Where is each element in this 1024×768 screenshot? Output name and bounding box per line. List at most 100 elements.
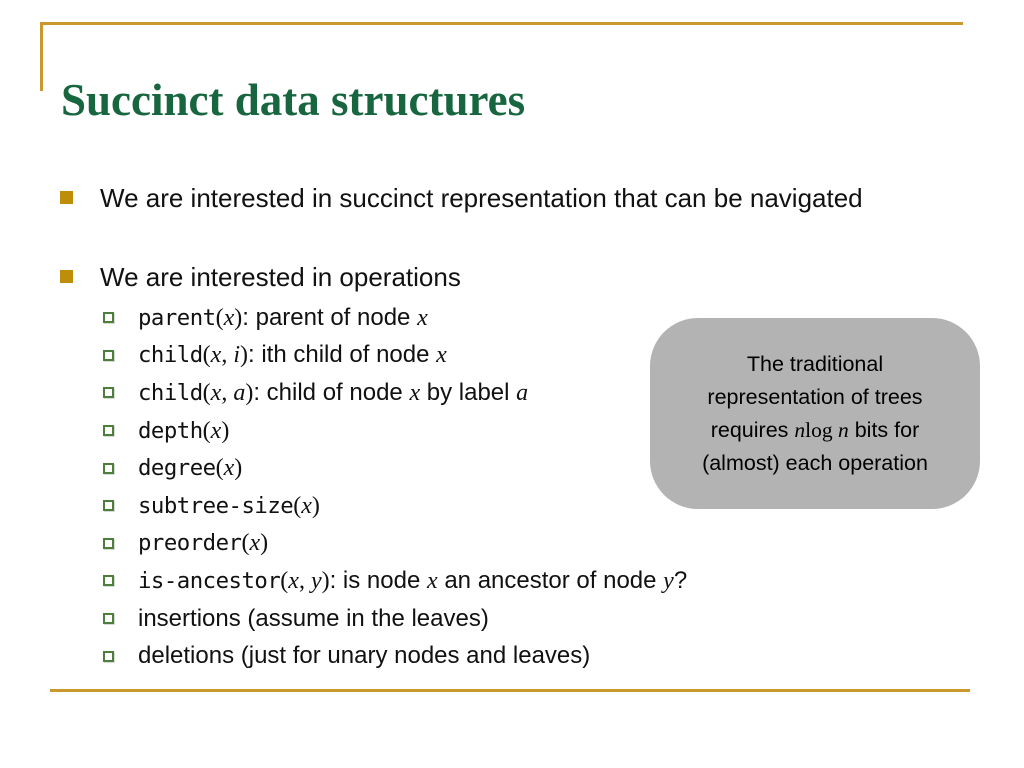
- text-segment: a: [233, 379, 246, 406]
- text-segment: x: [436, 342, 447, 369]
- callout-line: (almost) each operation: [702, 447, 928, 480]
- operation-item: child(x, a): child of node x by label a: [103, 374, 960, 412]
- text-segment: x: [409, 379, 421, 406]
- text-segment: x: [223, 304, 235, 331]
- text-segment: : parent of node: [242, 303, 418, 331]
- text-segment: (: [293, 492, 302, 519]
- operation-item: child(x, i): ith child of node x: [103, 337, 960, 375]
- operation-label: subtree-size(x): [138, 492, 320, 520]
- text-segment: n: [794, 417, 806, 442]
- bullet-label: We are interested in operations: [100, 262, 461, 292]
- hollow-square-bullet-icon: [103, 387, 114, 399]
- hollow-square-bullet-icon: [103, 500, 114, 512]
- text-segment: x: [210, 342, 222, 369]
- text-segment: an ancestor of node: [437, 566, 664, 594]
- text-segment: is-ancestor: [138, 567, 281, 594]
- bottom-accent-line: [50, 689, 970, 692]
- text-segment: ): [260, 530, 269, 557]
- callout-line: requires nlog n bits for: [711, 414, 920, 447]
- text-segment: ): [234, 304, 243, 331]
- operation-item: parent(x): parent of node x: [103, 299, 960, 337]
- page-title: Succinct data structures: [61, 75, 526, 126]
- text-segment: child: [138, 379, 203, 406]
- operation-item: subtree-size(x): [103, 487, 960, 525]
- operation-label: degree(x): [138, 454, 242, 482]
- text-segment: ): [311, 492, 320, 519]
- text-segment: x: [288, 567, 299, 594]
- operation-label: parent(x): parent of node x: [138, 304, 428, 332]
- callout-line: The traditional: [747, 348, 883, 381]
- text-segment: depth: [138, 417, 203, 444]
- text-segment: x: [427, 567, 438, 594]
- operation-label: insertions (assume in the leaves): [138, 605, 489, 633]
- text-segment: x: [223, 455, 235, 482]
- text-segment: ): [321, 567, 330, 594]
- text-segment: (: [280, 567, 289, 594]
- hollow-square-bullet-icon: [103, 312, 114, 324]
- text-segment: representation of trees: [707, 384, 923, 409]
- operation-item: insertions (assume in the leaves): [103, 600, 960, 638]
- text-segment: log: [805, 417, 838, 442]
- operation-item: depth(x): [103, 412, 960, 450]
- bullet-label: We are interested in succinct representa…: [100, 183, 863, 213]
- text-segment: (: [202, 342, 211, 369]
- bullet-item: We are interested in succinct representa…: [60, 183, 960, 214]
- text-segment: a: [516, 379, 529, 406]
- operation-item: degree(x): [103, 449, 960, 487]
- text-segment: The traditional: [746, 351, 884, 376]
- slide-body: We are interested in succinct representa…: [60, 183, 960, 675]
- square-bullet-icon: [60, 191, 73, 204]
- text-segment: subtree-size: [138, 492, 294, 519]
- text-segment: n: [838, 417, 849, 442]
- text-segment: parent: [138, 304, 216, 331]
- text-segment: deletions (just for unary nodes and leav…: [138, 642, 591, 670]
- operation-item: preorder(x): [103, 525, 960, 563]
- text-segment: x: [249, 530, 261, 557]
- hollow-square-bullet-icon: [103, 349, 114, 361]
- text-segment: (: [215, 455, 224, 482]
- text-segment: ,: [298, 567, 311, 594]
- text-segment: (: [202, 379, 211, 406]
- hollow-square-bullet-icon: [103, 650, 114, 662]
- text-segment: : child of node: [253, 378, 410, 406]
- text-segment: child: [138, 342, 203, 369]
- bullet-item: We are interested in operations: [60, 262, 960, 293]
- text-segment: x: [210, 417, 222, 444]
- hollow-square-bullet-icon: [103, 462, 114, 474]
- text-segment: degree: [138, 455, 216, 482]
- text-segment: (almost) each operation: [702, 450, 928, 475]
- text-segment: ): [234, 455, 243, 482]
- callout-line: representation of trees: [707, 381, 922, 414]
- operation-label: deletions (just for unary nodes and leav…: [138, 642, 590, 670]
- text-segment: preorder: [138, 530, 242, 557]
- text-segment: ,: [221, 379, 234, 406]
- text-segment: (: [241, 530, 250, 557]
- callout-box: The traditional representation of trees re…: [650, 318, 980, 509]
- hollow-square-bullet-icon: [103, 613, 114, 625]
- text-segment: requires: [710, 417, 795, 442]
- text-segment: x: [301, 492, 312, 519]
- operation-label: child(x, i): ith child of node x: [138, 341, 447, 369]
- operation-label: preorder(x): [138, 529, 268, 557]
- text-segment: : ith child of node: [248, 341, 437, 369]
- text-segment: (: [202, 417, 211, 444]
- operation-item: is-ancestor(x, y): is node x an ancestor…: [103, 562, 960, 600]
- hollow-square-bullet-icon: [103, 425, 114, 437]
- operation-label: depth(x): [138, 417, 229, 445]
- text-segment: x: [417, 304, 428, 331]
- operation-item: deletions (just for unary nodes and leav…: [103, 637, 960, 675]
- top-accent-line: [40, 22, 963, 25]
- text-segment: by label: [420, 378, 517, 406]
- hollow-square-bullet-icon: [103, 575, 114, 587]
- text-segment: (: [215, 304, 224, 331]
- text-segment: ): [245, 379, 254, 406]
- hollow-square-bullet-icon: [103, 537, 114, 549]
- title-accent-vertical-line: [40, 22, 43, 91]
- operation-label: is-ancestor(x, y): is node x an ancestor…: [138, 567, 687, 595]
- text-segment: i: [233, 342, 240, 369]
- text-segment: ): [240, 342, 248, 369]
- text-segment: ): [221, 417, 230, 444]
- text-segment: ?: [673, 566, 688, 594]
- text-segment: y: [310, 567, 322, 594]
